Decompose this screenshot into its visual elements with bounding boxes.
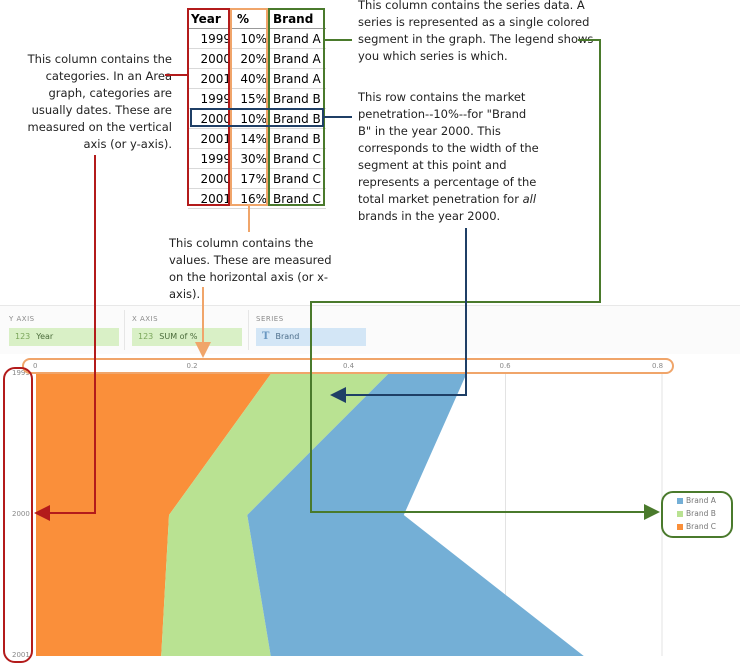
row-note: This row contains the market penetration…: [358, 89, 540, 225]
cell-percent: 20%: [234, 48, 270, 69]
row-note-text-end: brands in the year 2000.: [358, 209, 501, 223]
cell-year: 2001: [188, 188, 234, 209]
cell-percent: 40%: [234, 68, 270, 89]
cell-year: 1999: [188, 148, 234, 169]
categories-to-axis-arrow: [34, 155, 96, 521]
shelf-divider: [124, 310, 125, 350]
values-column-highlight: [230, 8, 268, 206]
row-to-segment-arrow: [330, 228, 467, 403]
cell-percent: 10%: [234, 108, 270, 129]
x-tick-label: 0.2: [186, 362, 198, 370]
legend-item-label[interactable]: Brand C: [686, 522, 716, 531]
y-tick-label: 2000: [12, 510, 30, 518]
legend: Brand A Brand B Brand C: [661, 491, 733, 538]
x-axis-field-pill[interactable]: 123 SUM of %: [132, 328, 242, 346]
x-axis-shelf-label: X AXIS: [132, 315, 159, 323]
y-tick-label: 1999: [12, 369, 30, 377]
cell-brand: Brand B: [270, 108, 326, 129]
legend-item-label[interactable]: Brand B: [686, 509, 716, 518]
cell-year: 2000: [188, 168, 234, 189]
series-column-highlight: [268, 8, 325, 206]
cell-year: 1999: [188, 88, 234, 109]
cell-brand: Brand A: [270, 48, 326, 69]
y-tick-label: 2001: [12, 651, 30, 659]
series-field-name: Brand: [275, 332, 300, 341]
legend-swatch: [677, 511, 683, 517]
x-tick-label: 0.4: [343, 362, 355, 370]
cell-percent: 16%: [234, 188, 270, 209]
y-axis-shelf-label: Y AXIS: [9, 315, 35, 323]
cell-brand: Brand C: [270, 188, 326, 209]
categories-note: This column contains the categories. In …: [27, 52, 173, 151]
y-axis-field-name: Year: [36, 332, 54, 341]
legend-item-label[interactable]: Brand A: [686, 496, 716, 505]
cell-percent: 14%: [234, 128, 270, 149]
numeric-type-icon: 123: [15, 332, 31, 341]
cell-year: 2000: [188, 108, 234, 129]
categories-column-highlight: [187, 8, 230, 206]
highlighted-row-box: [190, 108, 324, 127]
area-series-brand-b[interactable]: [161, 374, 389, 656]
row-note-text: This row contains the market penetration…: [358, 90, 539, 206]
values-note: This column contains the values. These a…: [169, 236, 332, 301]
y-axis-highlight: [3, 367, 33, 663]
header-percent: %: [234, 9, 270, 29]
shelf-divider: [248, 310, 249, 350]
area-series-brand-a[interactable]: [247, 374, 584, 656]
x-tick-label: 0.6: [499, 362, 511, 370]
shelf-bar: [0, 305, 740, 354]
series-to-legend-arrow: [310, 39, 660, 520]
cell-brand: Brand C: [270, 148, 326, 169]
table-header-row: Year % Brand: [188, 9, 326, 29]
y-axis-field-pill[interactable]: 123 Year: [9, 328, 119, 346]
series-shelf-label: SERIES: [256, 315, 284, 323]
legend-swatch: [677, 498, 683, 504]
cell-percent: 10%: [234, 28, 270, 49]
cell-year: 2000: [188, 48, 234, 69]
text-type-icon: T: [262, 331, 270, 342]
numeric-type-icon: 123: [138, 332, 154, 341]
series-note: This column contains the series data. A …: [358, 0, 594, 63]
cell-brand: Brand C: [270, 168, 326, 189]
x-axis-highlight: [22, 358, 674, 374]
cell-percent: 30%: [234, 148, 270, 169]
x-tick-label: 0.8: [652, 362, 664, 370]
header-brand: Brand: [270, 9, 326, 29]
row-note-emphasis: all: [522, 192, 537, 206]
legend-swatch: [677, 524, 683, 530]
x-tick-label: 0: [33, 362, 38, 370]
cell-brand: Brand A: [270, 68, 326, 89]
header-year: Year: [188, 9, 234, 29]
cell-brand: Brand A: [270, 28, 326, 49]
cell-year: 1999: [188, 28, 234, 49]
cell-brand: Brand B: [270, 88, 326, 109]
x-axis-field-name: SUM of %: [159, 332, 198, 341]
cell-year: 2001: [188, 128, 234, 149]
cell-percent: 17%: [234, 168, 270, 189]
cell-brand: Brand B: [270, 128, 326, 149]
cell-year: 2001: [188, 68, 234, 89]
